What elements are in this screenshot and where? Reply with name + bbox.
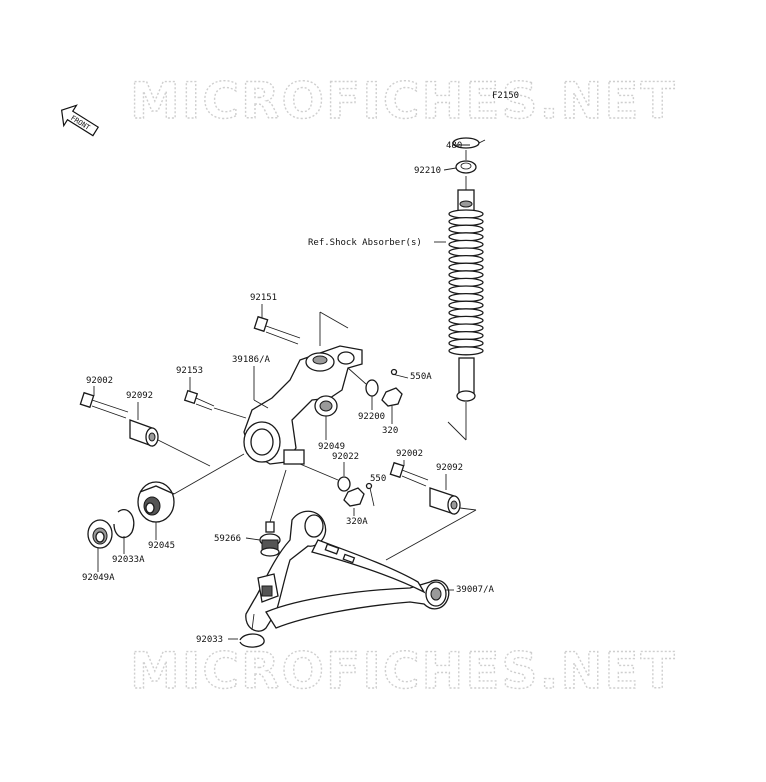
callout-92092-right: 92092: [436, 463, 463, 473]
callout-92153: 92153: [176, 366, 203, 376]
callout-320a: 320A: [346, 517, 368, 527]
callout-92092-left: 92092: [126, 391, 153, 401]
callout-92045: 92045: [148, 541, 175, 551]
spring-coil: [448, 247, 484, 257]
callout-92033: 92033: [196, 635, 223, 645]
callout-550a: 550A: [410, 372, 432, 382]
bushing-92092-right: [429, 487, 461, 515]
seal-92049a: [87, 519, 113, 549]
steering-knuckle: [243, 345, 363, 465]
spring-coil: [448, 308, 484, 318]
spring-coil: [448, 338, 484, 348]
callout-92022: 92022: [332, 452, 359, 462]
callout-59266: 59266: [214, 534, 241, 544]
shock-body: [458, 357, 475, 395]
snap-ring-92033: [239, 633, 265, 648]
spring-coil: [448, 300, 484, 310]
spring-coil: [448, 209, 484, 219]
spring-coil: [448, 330, 484, 341]
ball-joint-59266: [259, 521, 281, 557]
diagram-code: F2150: [492, 91, 519, 101]
callout-92049: 92049: [318, 442, 345, 452]
bolt-92002-left: [79, 391, 129, 419]
callout-550: 550: [370, 474, 386, 484]
spring-coil: [448, 232, 484, 242]
spring-coil: [448, 285, 484, 295]
spring-coil: [448, 254, 484, 265]
callout-320: 320: [382, 426, 398, 436]
nut-320: [381, 387, 403, 407]
spring-coil: [448, 277, 484, 288]
cotter-pin-550: [365, 482, 375, 507]
snap-ring-92033a: [113, 509, 135, 539]
callout-92049a: 92049A: [82, 573, 115, 583]
watermark-top: MICROFICHES.NET: [130, 72, 677, 130]
callout-480: 480: [446, 141, 462, 151]
callout-92200: 92200: [358, 412, 385, 422]
spring-coil: [448, 323, 484, 333]
washer-92022: [337, 476, 351, 492]
callout-92210: 92210: [414, 166, 441, 176]
callout-39186a: 39186/A: [232, 355, 271, 365]
spring-coil: [448, 315, 484, 326]
bolt-92151: [253, 315, 301, 345]
spring-coil: [448, 346, 484, 356]
front-arrow-icon: FRONT: [60, 104, 100, 137]
callout-92002-left: 92002: [86, 376, 113, 386]
bolt-92153: [183, 389, 215, 411]
bolt-92002-right: [389, 461, 429, 487]
collar-92210: [455, 160, 477, 174]
washer-92200: [365, 379, 379, 397]
spring-coil: [448, 262, 484, 272]
nut-320a: [343, 487, 365, 507]
cotter-pin-550a: [390, 368, 409, 379]
bushing-92092-left: [129, 419, 159, 447]
shock-spring: [448, 209, 484, 356]
bearing-92045: [137, 481, 175, 523]
callout-39007a: 39007/A: [456, 585, 495, 595]
shock-absorber: [447, 137, 486, 441]
callout-shock-ref: Ref.Shock Absorber(s): [308, 238, 422, 248]
spring-coil: [448, 270, 484, 280]
callout-92002-right: 92002: [396, 449, 423, 459]
lower-a-arm: [245, 510, 450, 632]
callout-92151: 92151: [250, 293, 277, 303]
callout-92033a: 92033A: [112, 555, 145, 565]
spring-coil: [448, 292, 484, 303]
spring-coil: [448, 216, 484, 227]
spring-coil: [448, 224, 484, 234]
spring-coil: [448, 239, 484, 250]
watermark-bottom: MICROFICHES.NET: [130, 642, 677, 700]
